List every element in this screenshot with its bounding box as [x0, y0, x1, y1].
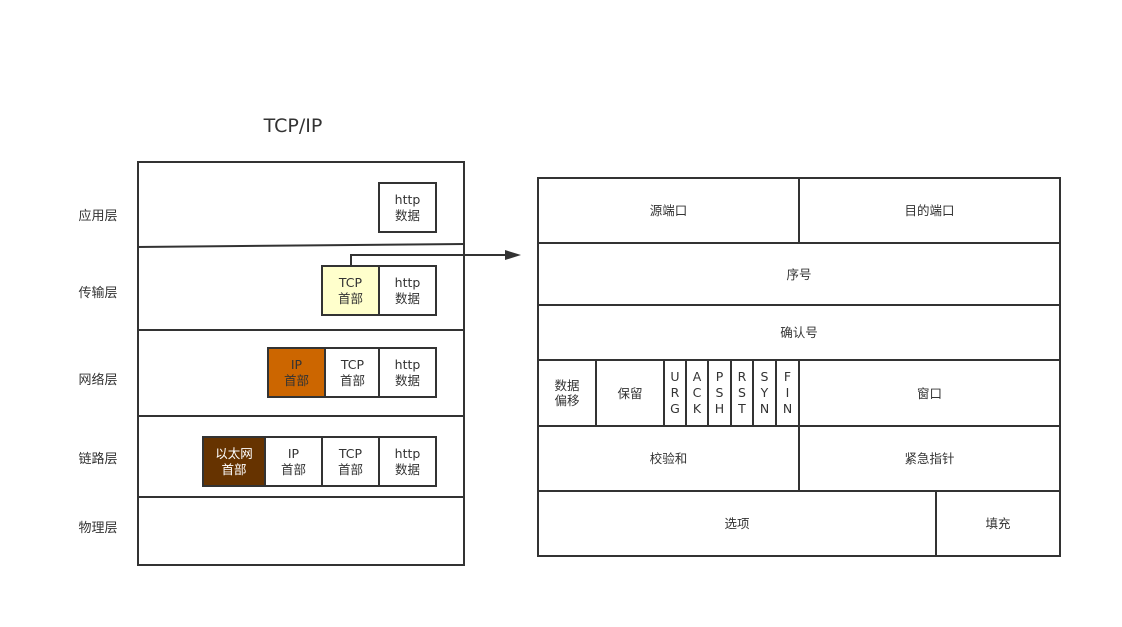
field-padding: 填充: [935, 490, 1061, 557]
flag-urg: U R G: [663, 359, 687, 427]
packet-ip-header: IP 首部: [267, 347, 326, 398]
layer-divider-application: [137, 243, 466, 248]
flag-rst: R S T: [730, 359, 754, 427]
packet-ethernet-header: 以太网 首部: [202, 436, 266, 487]
packet-tcp-header: TCP 首部: [321, 265, 380, 316]
layer-label-network: 网络层: [78, 373, 118, 388]
packet-ip-header: IP 首部: [264, 436, 323, 487]
packet-http-data: http 数据: [378, 347, 437, 398]
field-options: 选项: [537, 490, 937, 557]
field-urgent-pointer: 紧急指针: [798, 425, 1061, 492]
flag-ack: A C K: [685, 359, 709, 427]
layer-divider-link: [137, 496, 465, 498]
layer-label-application: 应用层: [78, 209, 118, 224]
layer-label-transport: 传输层: [78, 286, 118, 301]
flag-syn: S Y N: [752, 359, 777, 427]
field-data-offset: 数据 偏移: [537, 359, 597, 427]
diagram-title: TCP/IP: [263, 115, 323, 137]
packet-http-data: http 数据: [378, 182, 437, 233]
packet-tcp-header: TCP 首部: [324, 347, 381, 398]
field-checksum: 校验和: [537, 425, 800, 492]
field-dest-port: 目的端口: [798, 177, 1061, 244]
field-reserved: 保留: [595, 359, 665, 427]
field-window: 窗口: [798, 359, 1061, 427]
connector-arrow: [350, 250, 521, 266]
packet-http-data: http 数据: [378, 265, 437, 316]
field-sequence-number: 序号: [537, 242, 1061, 306]
layer-label-link: 链路层: [78, 452, 118, 467]
arrowhead-icon: [505, 250, 521, 260]
flag-psh: P S H: [707, 359, 732, 427]
packet-http-data: http 数据: [378, 436, 437, 487]
flag-fin: F I N: [775, 359, 800, 427]
field-source-port: 源端口: [537, 177, 800, 244]
field-ack-number: 确认号: [537, 304, 1061, 361]
layer-label-physical: 物理层: [78, 521, 118, 536]
layer-divider-transport: [137, 329, 465, 331]
layer-divider-network: [137, 415, 465, 417]
packet-tcp-header: TCP 首部: [321, 436, 380, 487]
protocol-stack: [137, 161, 465, 566]
